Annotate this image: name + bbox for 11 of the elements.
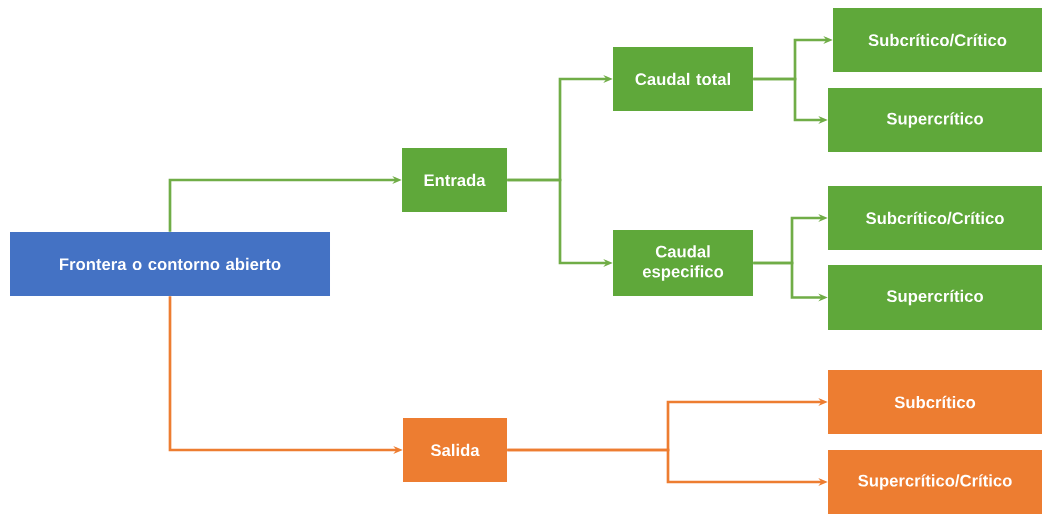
process-box: Subcrítico/Crítico (833, 8, 1042, 72)
process-box: Supercrítico (828, 88, 1042, 152)
process-box: Entrada (402, 148, 507, 212)
process-box: Subcrítico (828, 370, 1042, 434)
process-box: Supercrítico (828, 265, 1042, 330)
process-box: Supercrítico/Crítico (828, 450, 1042, 514)
process-box: Subcrítico/Crítico (828, 186, 1042, 250)
process-box: Caudal total (613, 47, 753, 111)
process-box: Salida (403, 418, 507, 482)
process-box: Caudal especifico (613, 230, 753, 296)
process-box: Frontera o contorno abierto (10, 232, 330, 296)
